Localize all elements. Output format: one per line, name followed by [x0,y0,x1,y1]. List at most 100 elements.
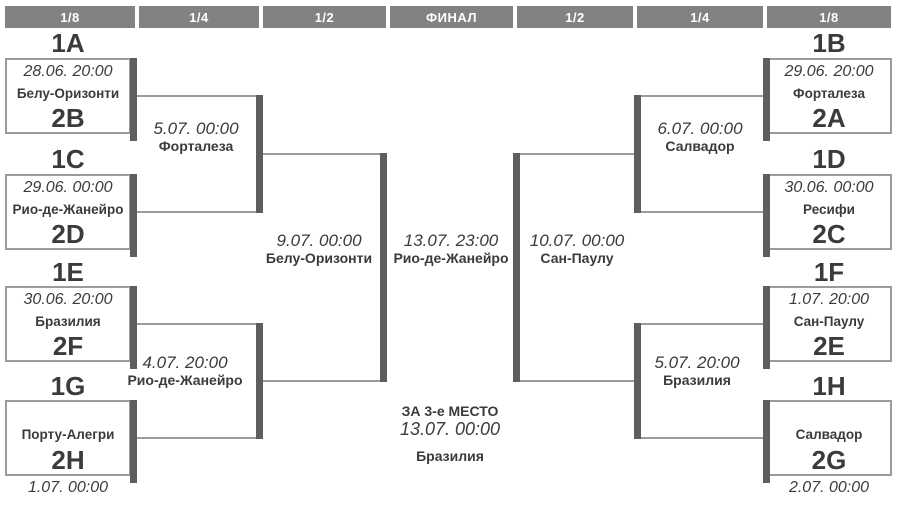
final-match: 13.07. 23:00 Рио-де-Жанейро [391,231,511,266]
qf-date: 4.07. 20:00 [142,353,228,372]
connector-line [131,437,263,439]
match-box-bar [763,174,770,257]
header-cell-right-eighth: 1/8 [767,6,891,28]
connector-bar [256,95,263,213]
match-date: 29.06. 20:00 [784,63,874,80]
semifinal-left: 9.07. 00:00 Белу-Оризонти [260,231,378,266]
connector-line [256,380,387,382]
match-box-bar [763,400,770,483]
match-box-1d: 30.06. 00:00 Ресифи 2C [766,174,892,250]
header-cell-final: ФИНАЛ [390,6,513,28]
match-date [7,402,129,425]
match-label-1h: 1H [812,371,846,401]
match-city: Бразилия [35,314,101,329]
third-place-date: 13.07. 00:00 [399,419,501,439]
semifinal-right: 10.07. 00:00 Сан-Паулу [521,231,633,266]
match-city: Сан-Паулу [793,314,865,329]
match-seed: 2F [52,331,84,362]
connector-bar [513,153,520,382]
match-city: Ресифи [803,202,855,217]
match-box-bar [763,58,770,141]
match-seed: 2C [812,219,846,250]
header-cell-right-semi: 1/2 [517,6,633,28]
sf-city: Белу-Оризонти [265,250,373,266]
match-box-bar [130,400,137,483]
connector-bar [634,323,641,439]
match-box-bar [130,286,137,369]
connector-line [513,153,641,155]
match-date: 30.06. 20:00 [23,291,113,308]
connector-bar [256,323,263,439]
match-date: 29.06. 00:00 [23,179,113,196]
match-box-1b: 29.06. 20:00 Форталеза 2A [766,58,892,134]
third-place-title: ЗА 3-е МЕСТО [401,403,499,419]
quarterfinal-left-top: 5.07. 00:00 Форталеза [134,119,258,154]
match-date [768,402,890,425]
match-label-1a: 1A [51,28,85,58]
match-city: Порту-Алегри [21,427,115,443]
header-cell-left-semi: 1/2 [263,6,386,28]
match-date-below-1h: 2.07. 00:00 [788,479,870,496]
connector-bar [380,153,387,382]
connector-line [131,323,263,325]
match-box-1g: Порту-Алегри 2H [5,400,131,476]
connector-line [131,211,263,213]
connector-line [634,95,766,97]
match-label-1b: 1B [812,28,846,58]
header-cell-left-quarter: 1/4 [139,6,259,28]
match-box-1c: 29.06. 00:00 Рио-де-Жанейро 2D [5,174,131,250]
match-box-bar [130,174,137,257]
match-seed: 2H [51,444,85,475]
third-place-city: Бразилия [416,448,484,464]
match-date: 28.06. 20:00 [23,63,113,80]
match-box-bar [763,286,770,369]
match-city: Салвадор [795,427,863,443]
qf-city: Рио-де-Жанейро [127,372,243,388]
final-date: 13.07. 23:00 [403,231,499,250]
match-seed: 2B [51,103,85,134]
quarterfinal-right-bottom: 5.07. 20:00 Бразилия [641,353,753,388]
connector-line [131,95,263,97]
match-date-below-1g: 1.07. 00:00 [27,479,109,496]
match-seed: 2D [51,219,85,250]
qf-date: 6.07. 00:00 [657,119,743,138]
quarterfinal-right-top: 6.07. 00:00 Салвадор [644,119,756,154]
sf-date: 9.07. 00:00 [276,231,362,250]
qf-city: Бразилия [663,372,731,388]
match-label-1g: 1G [50,371,86,401]
third-place-match: ЗА 3-е МЕСТО 13.07. 00:00 Бразилия [383,403,517,464]
sf-date: 10.07. 00:00 [529,231,625,250]
match-box-1e: 30.06. 20:00 Бразилия 2F [5,286,131,362]
match-label-1d: 1D [812,144,846,174]
qf-city: Форталеза [158,138,234,154]
match-box-1h: Салвадор 2G [766,400,892,476]
match-box-bar [130,58,137,141]
connector-line [634,323,766,325]
match-city: Рио-де-Жанейро [12,202,124,217]
match-box-1f: 1.07. 20:00 Сан-Паулу 2E [766,286,892,362]
match-city: Форталеза [793,86,865,101]
qf-date: 5.07. 00:00 [153,119,239,138]
connector-line [513,380,641,382]
match-label-1c: 1C [51,144,85,174]
connector-bar [634,95,641,213]
connector-line [634,437,766,439]
match-date: 30.06. 00:00 [784,179,874,196]
match-label-1f: 1F [813,257,845,287]
connector-line [634,211,766,213]
header-cell-left-eighth: 1/8 [5,6,135,28]
final-city: Рио-де-Жанейро [393,250,509,266]
match-date: 1.07. 20:00 [788,291,870,308]
qf-date: 5.07. 20:00 [654,353,740,372]
match-seed: 2E [813,331,845,362]
match-seed: 2A [812,103,846,134]
match-box-1a: 28.06. 20:00 Белу-Оризонти 2B [5,58,131,134]
match-city: Белу-Оризонти [16,86,120,101]
match-seed: 2G [811,444,847,475]
sf-city: Сан-Паулу [540,250,614,266]
header-cell-right-quarter: 1/4 [637,6,763,28]
connector-line [256,153,387,155]
quarterfinal-left-bottom: 4.07. 20:00 Рио-де-Жанейро [114,353,256,388]
match-label-1e: 1E [52,257,84,287]
